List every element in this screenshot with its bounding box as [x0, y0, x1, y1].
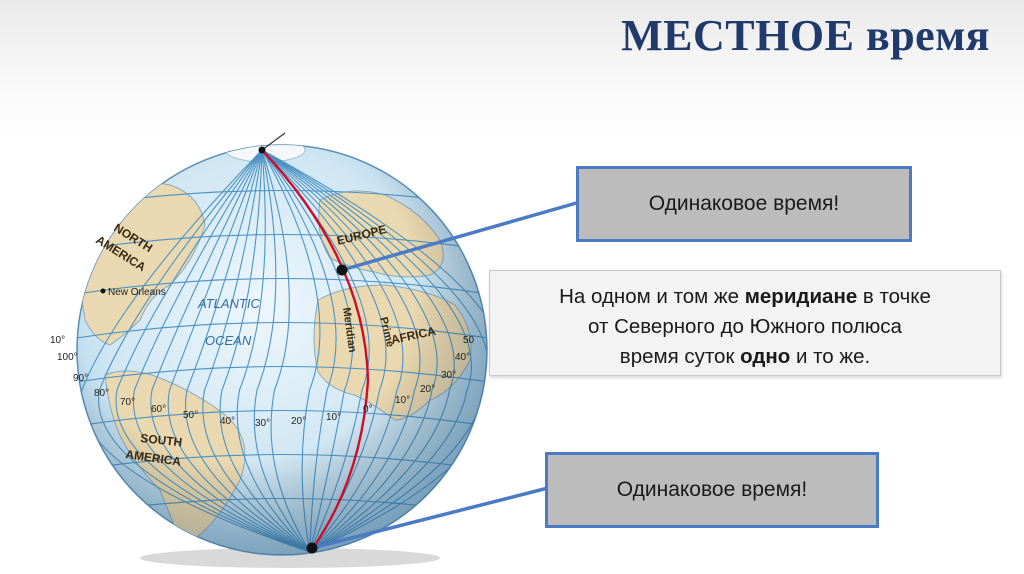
- city-label: New Orleans: [108, 287, 166, 298]
- info-line-3: время суток одно и то же.: [490, 342, 1000, 372]
- deg-30: 30°: [255, 418, 270, 429]
- page-title: МЕСТНОЕ время: [621, 11, 990, 60]
- globe-shading: [77, 145, 487, 555]
- prime-meridian-line: [261, 149, 370, 553]
- ocean-labels: ATLANTIC OCEAN: [197, 296, 260, 348]
- info-line-2: от Северного до Южного полюса: [588, 315, 902, 338]
- deg-70: 70°: [120, 397, 135, 408]
- info-line-1-bold: меридиане: [744, 285, 858, 308]
- label-ocean-1: ATLANTIC: [197, 296, 260, 311]
- deg-30-east: 30°: [441, 370, 456, 381]
- callout-same-time-bottom: Одинаковое время!: [545, 452, 879, 528]
- deg-10-east: 10°: [395, 395, 410, 406]
- deg-50: 50°: [183, 410, 198, 421]
- connector-bottom: [311, 486, 549, 550]
- meridian-point-bottom: [306, 542, 318, 554]
- deg-10-west: 10°: [50, 335, 65, 346]
- info-line-1-post: в точке: [857, 285, 931, 308]
- info-line-3-pre: время суток: [619, 345, 741, 368]
- info-box: На одном и том же меридиане в точке от С…: [489, 270, 1001, 376]
- deg-50-east: 50: [463, 335, 475, 346]
- earth-axis: [261, 132, 286, 151]
- deg-100: 100°: [57, 352, 78, 363]
- info-line-3-post: и то же.: [790, 345, 871, 368]
- degree-labels: 10° 100° 90° 80° 70° 60° 50° 40° 30° 20°…: [50, 335, 475, 429]
- north-pole-dot: [258, 146, 266, 154]
- deg-40-east: 40°: [455, 352, 470, 363]
- label-south-america-1: SOUTH: [140, 431, 183, 449]
- deg-0: 0°: [363, 404, 373, 415]
- info-line-1-pre: На одном и том же: [559, 285, 745, 308]
- header-background: [0, 0, 1024, 140]
- deg-60: 60°: [151, 404, 166, 415]
- city-dot: [100, 288, 106, 294]
- deg-20-east: 20°: [420, 384, 435, 395]
- deg-20: 20°: [291, 416, 306, 427]
- info-line-1: На одном и том же меридиане в точке: [490, 282, 1000, 312]
- deg-10: 10°: [326, 412, 341, 423]
- connector-top: [341, 200, 581, 272]
- callout-same-time-top: Одинаковое время!: [576, 166, 912, 242]
- deg-40: 40°: [220, 416, 235, 427]
- globe-shadow: [140, 548, 440, 568]
- meridian-point-top: [336, 264, 348, 276]
- deg-90: 90°: [73, 373, 88, 384]
- deg-80: 80°: [94, 388, 109, 399]
- label-ocean-2: OCEAN: [205, 333, 252, 348]
- info-line-3-bold: одно: [740, 345, 791, 368]
